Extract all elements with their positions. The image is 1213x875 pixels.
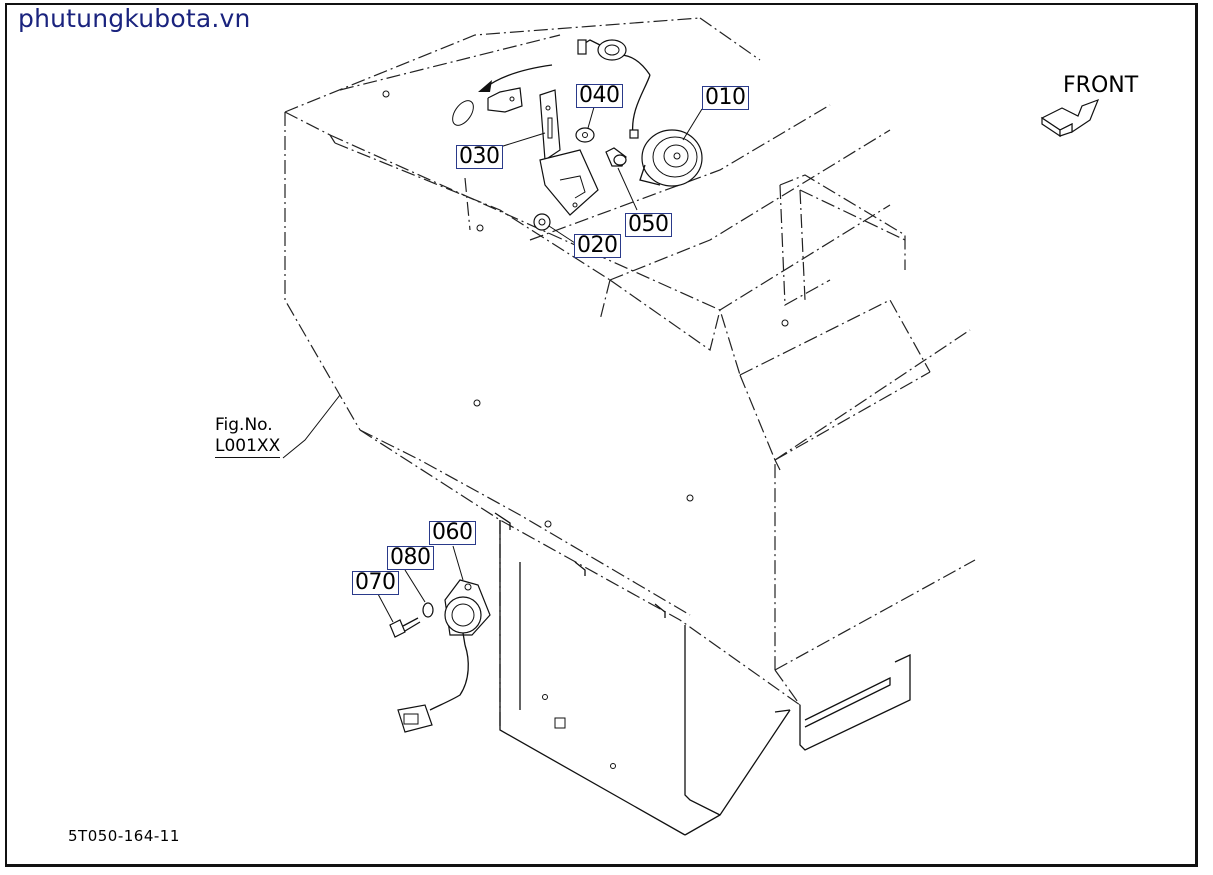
body-holes	[382, 90, 789, 769]
figure-reference: Fig.No. L001XX	[215, 415, 281, 458]
rotation-arrow	[452, 64, 553, 126]
stay-bracket	[487, 87, 523, 113]
front-label: FRONT	[1063, 73, 1139, 98]
machine-body-outline	[284, 17, 976, 730]
callout-040[interactable]: 040	[576, 84, 623, 108]
leader-lines	[282, 106, 703, 623]
callout-020[interactable]: 020	[574, 234, 621, 258]
horn-010	[577, 39, 703, 187]
callout-070[interactable]: 070	[352, 571, 399, 595]
horn-bracket-030	[539, 89, 599, 216]
washer-080	[422, 602, 434, 618]
callout-050[interactable]: 050	[625, 213, 672, 237]
sensor-060	[397, 579, 491, 733]
callout-030[interactable]: 030	[456, 145, 503, 169]
drawing-number: 5T050-164-11	[68, 827, 180, 845]
washer-040	[575, 127, 595, 143]
nut-020	[533, 213, 551, 231]
drawing-frame	[5, 3, 1198, 867]
callout-080[interactable]: 080	[387, 546, 434, 570]
callout-010[interactable]: 010	[702, 86, 749, 110]
watermark: phutungkubota.vn	[18, 4, 251, 33]
figure-reference-line2: L001XX	[215, 436, 281, 458]
front-arrow-icon	[1040, 98, 1100, 138]
lower-cover-panel	[494, 512, 911, 836]
callout-060[interactable]: 060	[429, 521, 476, 545]
figure-reference-line1: Fig.No.	[215, 415, 273, 435]
bolt-050	[605, 147, 627, 167]
bolt-070	[389, 617, 421, 638]
